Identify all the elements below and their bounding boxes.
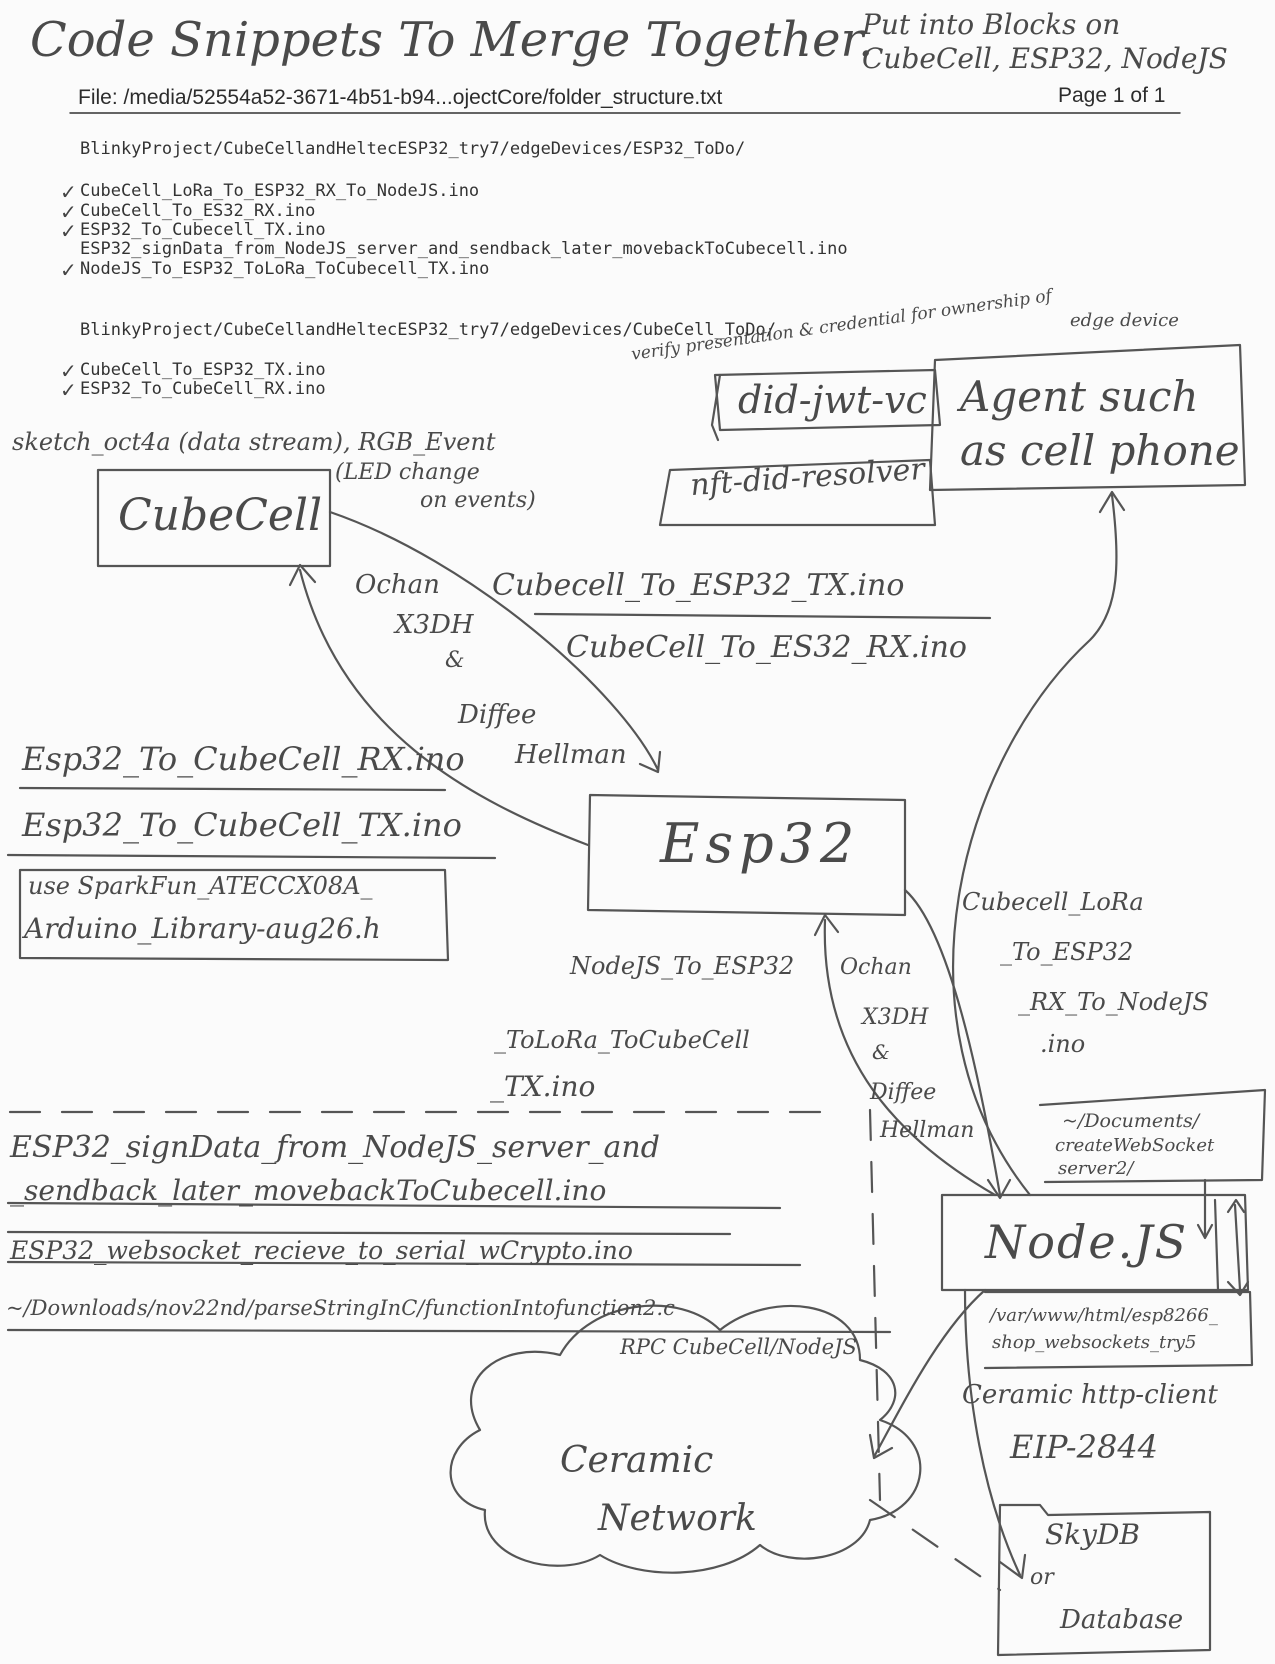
eip-label: EIP-2844 bbox=[1010, 1428, 1159, 1466]
skydb-2: or bbox=[1030, 1565, 1054, 1590]
verify-note-2: edge device bbox=[1070, 310, 1179, 331]
file-row: ✓ bbox=[60, 378, 77, 402]
dir-cubecell-todo: BlinkyProject/CubeCellandHeltecESP32_try… bbox=[80, 320, 776, 340]
ochan-top-1: Ochan bbox=[355, 570, 440, 600]
esp32-label: Esp32 bbox=[660, 812, 861, 875]
ochan-top-2: X3DH bbox=[395, 610, 474, 640]
downloads-path: ~/Downloads/nov22nd/parseStringInC/funct… bbox=[6, 1296, 675, 1320]
rpc-label: RPC CubeCell/NodeJS bbox=[620, 1335, 857, 1359]
check-icon: ✓ bbox=[60, 378, 77, 402]
cc-rx-label: CubeCell_To_ES32_RX.ino bbox=[566, 630, 967, 665]
did-jwt-label: did-jwt-vc bbox=[738, 378, 927, 422]
led-note-1: (LED change bbox=[335, 460, 480, 485]
file-name: CubeCell_LoRa_To_ESP32_RX_To_NodeJS.ino bbox=[80, 181, 480, 201]
nodejs-box bbox=[940, 1193, 1250, 1292]
ochan-bot-1: Ochan bbox=[840, 955, 912, 980]
file-name: ESP32_signData_from_NodeJS_server_and_se… bbox=[80, 239, 848, 259]
check-icon: ✓ bbox=[60, 359, 77, 383]
check-icon: ✓ bbox=[60, 219, 77, 243]
node-to-ceramic-arrow bbox=[873, 1288, 987, 1457]
ochan-bot-4: Diffee bbox=[870, 1080, 937, 1105]
esp32-box bbox=[586, 793, 907, 917]
cc-lora-4: .ino bbox=[1040, 1030, 1086, 1058]
esp-to-cc-arrow bbox=[298, 568, 590, 847]
var-path-2: shop_websockets_try5 bbox=[992, 1332, 1197, 1353]
var-path-1: /var/www/html/esp8266_ bbox=[990, 1305, 1218, 1326]
dir-esp32-todo: BlinkyProject/CubeCellandHeltecESP32_try… bbox=[80, 139, 746, 159]
skydb-box bbox=[996, 1503, 1212, 1657]
check-icon: ✓ bbox=[60, 258, 77, 282]
cc-to-esp-arrow bbox=[328, 510, 660, 772]
var-path-box bbox=[983, 1290, 1254, 1370]
websocket-file: ESP32_websocket_recieve_to_serial_wCrypt… bbox=[10, 1236, 633, 1265]
nft-resolver-box bbox=[658, 458, 937, 527]
cubecell-label: CubeCell bbox=[118, 490, 323, 541]
nodejs-esp-2: _ToLoRa_ToCubeCell bbox=[494, 1026, 750, 1054]
cc-tx-label: Cubecell_To_ESP32_TX.ino bbox=[492, 568, 905, 603]
cc-lora-2: _To_ESP32 bbox=[1000, 938, 1134, 966]
ceramic-label-1: Ceramic bbox=[560, 1440, 714, 1481]
file-row: ✓ bbox=[60, 219, 77, 243]
node-to-esp-arrow bbox=[823, 918, 997, 1197]
file-path: File: /media/52554a52-3671-4b51-b94...oj… bbox=[78, 86, 723, 109]
did-jwt-box bbox=[713, 368, 942, 432]
ochan-top-3: & bbox=[445, 648, 465, 673]
note-line-2: CubeCell, ESP32, NodeJS bbox=[862, 42, 1228, 75]
docs-2: createWebSocket bbox=[1055, 1135, 1215, 1156]
cubecell-box bbox=[96, 468, 332, 568]
nodejs-esp-1: NodeJS_To_ESP32 bbox=[570, 952, 795, 980]
esp-rx-label: Esp32_To_CubeCell_RX.ino bbox=[22, 740, 465, 778]
ochan-top-5: Hellman bbox=[515, 740, 627, 770]
file-name: CubeCell_To_ES32_RX.ino bbox=[80, 201, 316, 221]
node-to-agent-arrow bbox=[952, 493, 1118, 1197]
file-row: ✓ bbox=[60, 359, 77, 383]
page-number: Page 1 of 1 bbox=[1058, 84, 1166, 107]
nodejs-label: Node.JS bbox=[985, 1215, 1189, 1269]
file-name: NodeJS_To_ESP32_ToLoRa_ToCubecell_TX.ino bbox=[80, 259, 490, 279]
file-name: ESP32_To_CubeCell_RX.ino bbox=[80, 379, 326, 399]
sign-data-1: ESP32_signData_from_NodeJS_server_and bbox=[10, 1130, 660, 1165]
agent-label: Agent such as cell phone bbox=[960, 372, 1240, 475]
ochan-bot-2: X3DH bbox=[862, 1005, 929, 1030]
did-bracket bbox=[710, 373, 722, 442]
esp-to-node-arrow bbox=[903, 888, 1002, 1197]
file-name: CubeCell_To_ESP32_TX.ino bbox=[80, 360, 326, 380]
docs-box bbox=[1038, 1088, 1267, 1184]
check-icon: ✓ bbox=[60, 180, 77, 204]
agent-box bbox=[928, 343, 1247, 492]
node-to-skydb-arrow bbox=[963, 1288, 1022, 1577]
nodejs-esp-3: _TX.ino bbox=[490, 1070, 596, 1103]
use-lib-box bbox=[18, 868, 450, 962]
esp-tx-label: Esp32_To_CubeCell_TX.ino bbox=[22, 806, 462, 844]
cc-lora-3: _RX_To_NodeJS bbox=[1018, 988, 1209, 1016]
ochan-top-4: Diffee bbox=[458, 700, 537, 730]
file-name: ESP32_To_Cubecell_TX.ino bbox=[80, 220, 326, 240]
use-lib-2: Arduino_Library-aug26.h bbox=[24, 912, 381, 945]
sketch-note: sketch_oct4a (data stream), RGB_Event bbox=[12, 428, 496, 456]
ceramic-cloud bbox=[449, 1304, 922, 1574]
cc-lora-1: Cubecell_LoRa bbox=[962, 888, 1144, 916]
ochan-bot-3: & bbox=[872, 1040, 890, 1064]
note-line-1: Put into Blocks on bbox=[862, 8, 1121, 41]
skydb-3: Database bbox=[1060, 1605, 1184, 1635]
led-note-2: on events) bbox=[420, 488, 536, 513]
use-lib-1: use SparkFun_ATECCX08A_ bbox=[28, 872, 373, 900]
docs-1: ~/Documents/ bbox=[1062, 1110, 1200, 1132]
ceramic-client: Ceramic http-client bbox=[962, 1380, 1218, 1410]
file-row: ✓ bbox=[60, 200, 77, 224]
docs-3: server2/ bbox=[1058, 1158, 1134, 1179]
sign-data-2: _sendback_later_movebackToCubecell.ino bbox=[10, 1174, 607, 1207]
ceramic-label-2: Network bbox=[598, 1498, 757, 1539]
file-row: ✓ bbox=[60, 180, 77, 204]
file-row: ✓ bbox=[60, 258, 77, 282]
skydb-1: SkyDB bbox=[1045, 1518, 1140, 1551]
check-icon: ✓ bbox=[60, 200, 77, 224]
ochan-bot-5: Hellman bbox=[880, 1118, 975, 1143]
page-title: Code Snippets To Merge Together. bbox=[30, 12, 874, 68]
